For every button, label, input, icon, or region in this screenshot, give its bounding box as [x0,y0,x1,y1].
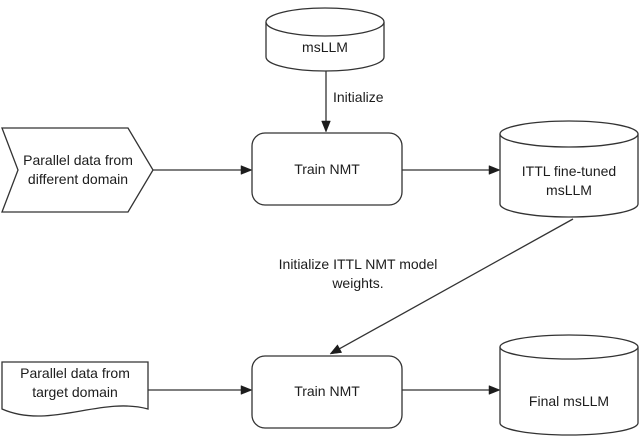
train-nmt-top-box [251,132,403,206]
msllm-label: msLLM [302,39,348,55]
arrowhead-right-icon [240,165,253,175]
arrowhead-right-icon [488,385,501,395]
arrowhead-down-icon [321,120,331,133]
final-msllm-label: Final msLLM [528,393,610,409]
edge-ittl-to-train-bottom [339,218,574,350]
parallel-different-chevron [1,127,154,213]
parallel-target-document [1,361,149,417]
final-msllm-cylinder [499,334,639,436]
arrowhead-diagonal-icon [329,344,343,355]
msllm-cylinder [265,7,385,72]
initialize-weights-edge-label: Initialize ITTL NMT model weights. [278,256,438,291]
ittl-cylinder [499,120,639,218]
arrowhead-right-icon [488,165,501,175]
train-nmt-bottom-label: Train NMT [294,383,360,399]
train-nmt-bottom-box [251,355,403,429]
train-nmt-top-label: Train NMT [294,161,360,177]
ittl-finetuned-label: ITTL fine-tuned msLLM [521,163,617,198]
parallel-different-label: Parallel data from different domain [23,152,133,187]
parallel-target-label: Parallel data from target domain [20,365,130,400]
initialize-edge-label: Initialize [333,89,384,105]
arrowhead-right-icon [240,385,253,395]
